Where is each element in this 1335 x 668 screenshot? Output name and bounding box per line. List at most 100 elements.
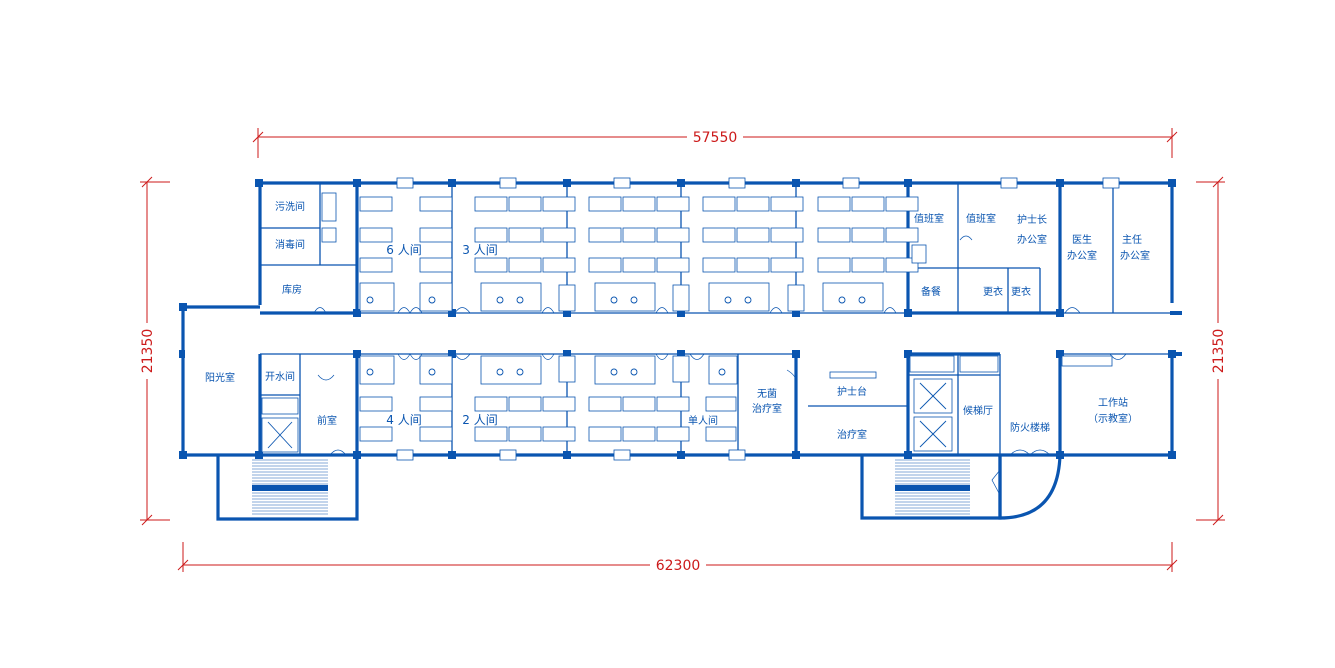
room-treatment: 治疗室: [837, 428, 867, 441]
room-director-1: 主任: [1122, 233, 1142, 246]
room-sterile-2: 治疗室: [752, 402, 782, 415]
room-doctor-1: 医生: [1072, 233, 1092, 246]
bed: [419, 257, 453, 273]
bed: [359, 426, 393, 442]
corridor-walls: [260, 311, 1172, 356]
dim-bottom-label: 62300: [656, 558, 701, 574]
room-elevator-hall: 候梯厅: [963, 404, 993, 417]
outer-walls: [181, 181, 1174, 521]
room-head-nurse-2: 办公室: [1017, 233, 1047, 246]
stair-landing: [895, 485, 970, 491]
structural-columns: [179, 179, 1182, 459]
dim-left-label: 21350: [140, 329, 156, 374]
bed: [474, 396, 508, 412]
room-fire-stair: 防火楼梯: [1010, 421, 1050, 434]
bed: [474, 196, 508, 212]
bed: [705, 396, 737, 412]
bed: [705, 426, 737, 442]
bed: [419, 426, 453, 442]
bed: [736, 257, 770, 273]
bed: [851, 196, 885, 212]
bed: [359, 227, 393, 243]
room-sterile-1: 无菌: [757, 388, 777, 400]
bed: [736, 227, 770, 243]
room-doctor-2: 办公室: [1067, 249, 1097, 262]
room-disinfection: 消毒间: [275, 238, 305, 251]
room-duty-1: 值班室: [914, 212, 944, 225]
bed: [851, 227, 885, 243]
bed: [885, 196, 919, 212]
bed: [885, 227, 919, 243]
bed: [542, 257, 576, 273]
bed: [885, 257, 919, 273]
bed: [508, 257, 542, 273]
room-single: 单人间: [688, 414, 718, 427]
room-workstation-2: （示教室）: [1088, 412, 1138, 425]
service-fixtures: [261, 192, 1113, 496]
room-boiling-water: 开水间: [265, 370, 295, 383]
bed: [656, 396, 690, 412]
bed: [817, 196, 851, 212]
bed: [622, 196, 656, 212]
bed: [656, 426, 690, 442]
bed: [622, 396, 656, 412]
room-head-nurse-1: 护士长: [1017, 213, 1047, 226]
room-sunroom: 阳光室: [205, 371, 235, 384]
bed: [419, 396, 453, 412]
bed: [702, 227, 736, 243]
bed: [359, 396, 393, 412]
room-ward-4: 4 人间: [386, 413, 421, 427]
room-ward-6: 6 人间: [386, 243, 421, 257]
bed: [359, 196, 393, 212]
bed: [817, 257, 851, 273]
bed: [817, 227, 851, 243]
bed: [588, 257, 622, 273]
stair-landing: [252, 485, 328, 491]
room-spare: 备餐: [921, 285, 941, 298]
room-nurse-station: 护士台: [837, 385, 867, 398]
room-front-room: 前室: [317, 414, 337, 427]
bed: [542, 196, 576, 212]
dim-top-label: 57550: [693, 130, 738, 146]
stairways: [252, 459, 970, 515]
room-labels: 污洗间 消毒间 库房 阳光室 开水间 前室 6 人间 3 人间 4 人间 2 人…: [205, 200, 1150, 441]
bed: [851, 257, 885, 273]
room-storage: 库房: [282, 283, 302, 296]
bed: [588, 196, 622, 212]
door-swings: [313, 235, 1127, 456]
bed: [474, 426, 508, 442]
bed: [770, 227, 804, 243]
bed: [588, 227, 622, 243]
bed: [588, 426, 622, 442]
bed: [419, 227, 453, 243]
bed: [419, 196, 453, 212]
bed: [588, 396, 622, 412]
bed: [508, 396, 542, 412]
bed: [622, 426, 656, 442]
dim-right-label: 21350: [1211, 329, 1227, 374]
bed: [770, 196, 804, 212]
bed: [542, 227, 576, 243]
bed: [622, 257, 656, 273]
windows: [396, 177, 1120, 461]
bed: [542, 426, 576, 442]
room-change-2: 更衣: [1011, 285, 1031, 298]
bed: [656, 257, 690, 273]
bed: [702, 257, 736, 273]
room-ward-3: 3 人间: [462, 243, 497, 257]
bed: [702, 196, 736, 212]
room-director-2: 办公室: [1120, 249, 1150, 262]
bed: [542, 396, 576, 412]
room-dirty-laundry: 污洗间: [275, 200, 305, 213]
bed: [508, 196, 542, 212]
bed: [770, 257, 804, 273]
bed: [656, 196, 690, 212]
bed: [656, 227, 690, 243]
room-duty-2: 值班室: [966, 212, 996, 225]
elevators: [261, 371, 953, 453]
bed: [622, 227, 656, 243]
bathroom-pods: [359, 282, 884, 385]
ward-beds: [359, 196, 919, 442]
bed: [508, 426, 542, 442]
